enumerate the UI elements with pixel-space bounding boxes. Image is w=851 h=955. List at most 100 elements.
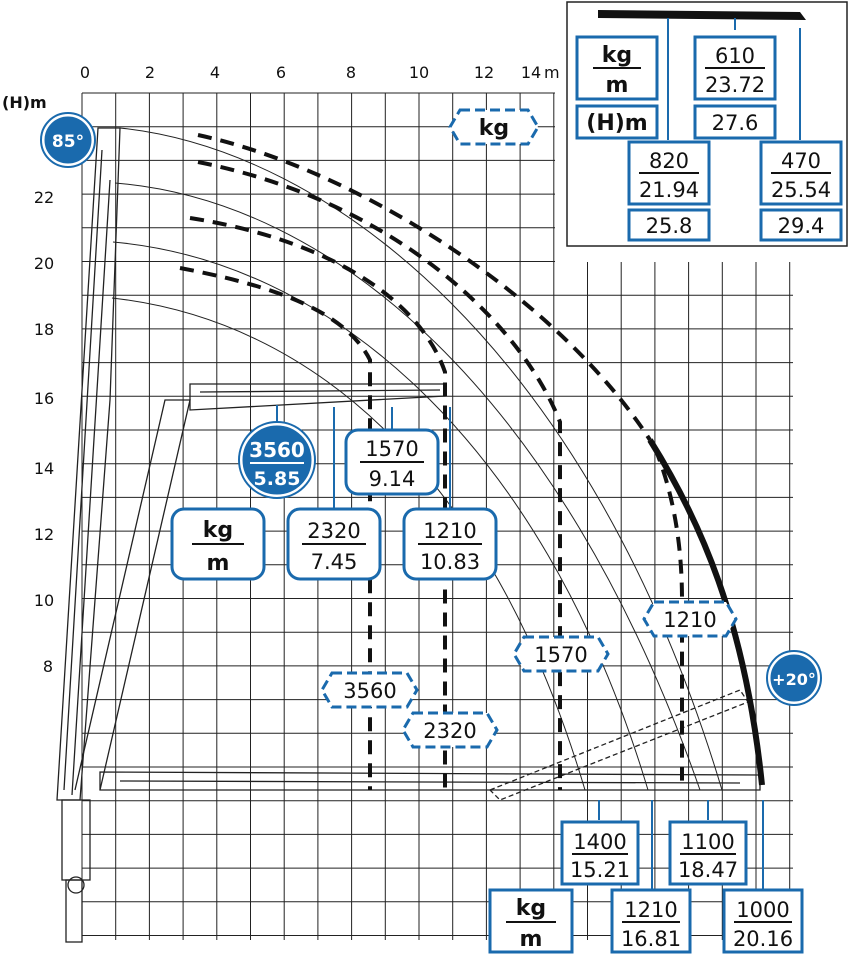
hex-3560: 3560 (320, 671, 419, 709)
inset-legend-h: (H)m (575, 104, 659, 140)
badge-max-m: 5.85 (254, 468, 301, 490)
box-1100-kg: 1100 (681, 830, 734, 854)
y-tick-22: 22 (34, 188, 54, 207)
hex-1570-text: 1570 (534, 643, 587, 667)
x-tick-12: 12 (474, 63, 494, 82)
box-2320-m: 7.45 (311, 550, 358, 574)
reach-arc-2 (114, 182, 701, 791)
y-tick-10: 10 (34, 591, 54, 610)
box-1210: 1210 10.83 (402, 507, 498, 581)
box-1210-kg: 1210 (423, 519, 476, 543)
curve-1000 (197, 133, 652, 442)
box-1000: 1000 20.16 (722, 888, 804, 954)
box-1000-kg: 1000 (736, 898, 789, 922)
box-1570-m: 9.14 (369, 467, 416, 491)
badge-85deg-text: 85° (52, 132, 84, 152)
inset-legend-m: m (606, 73, 629, 98)
curve-1570 (189, 216, 447, 790)
x-tick-8: 8 (346, 63, 356, 82)
x-tick-10: 10 (409, 63, 429, 82)
inset-470-h: 29.4 (778, 214, 825, 238)
box-1400-m: 15.21 (570, 858, 630, 882)
box-1000-m: 20.16 (733, 927, 793, 951)
hex-2320-text: 2320 (423, 719, 476, 743)
box-1210b: 1210 16.81 (610, 888, 692, 954)
box-2320: 2320 7.45 (286, 507, 382, 581)
box-1100-m: 18.47 (678, 858, 738, 882)
inset-box-820: 820 21.94 (627, 140, 711, 206)
y-axis-title: (H)m (2, 93, 47, 112)
badge-85deg: 85° (40, 112, 96, 168)
load-curves (179, 133, 684, 790)
inset-470-kg: 470 (781, 149, 821, 173)
x-tick-2: 2 (145, 63, 155, 82)
leader-lines (276, 405, 764, 890)
y-tick-18: 18 (34, 320, 54, 339)
box-1210b-kg: 1210 (624, 898, 677, 922)
boom-horizontal (99, 771, 761, 791)
x-tick-14: 14 (521, 63, 541, 82)
boom-raised-arm-inner (199, 389, 441, 393)
hex-1210-text: 1210 (663, 608, 716, 632)
y-tick-20: 20 (34, 254, 54, 273)
inset-610-m: 23.72 (705, 73, 765, 97)
inset-legend-kg-m: kg m (575, 35, 659, 101)
badge-max-kg: 3560 (249, 438, 305, 462)
inset-820-m: 21.94 (639, 178, 699, 202)
x-axis-labels: 0 2 4 6 8 10 12 14 m (80, 63, 560, 82)
curve-1210 (197, 160, 562, 790)
boom-vertical-inner (63, 149, 111, 796)
inset-box-610-h: 27.6 (693, 104, 777, 140)
legend-kg-m-box: kg m (170, 507, 266, 581)
badge-20deg: +20° (766, 650, 822, 706)
y-tick-12: 12 (34, 525, 54, 544)
boom-horizontal-inner (119, 780, 741, 784)
box-1210b-m: 16.81 (621, 927, 681, 951)
box-1570: 1570 9.14 (344, 428, 440, 496)
hex-top-kg: kg (448, 108, 540, 146)
legend-m: m (207, 551, 230, 576)
box-1400: 1400 15.21 (560, 820, 640, 886)
y-tick-14: 14 (34, 459, 54, 478)
hex-3560-text: 3560 (343, 679, 396, 703)
hex-2320: 2320 (401, 711, 499, 749)
y-axis-labels: (H)m 8 10 12 14 16 18 20 22 (2, 93, 54, 676)
y-tick-16: 16 (34, 389, 54, 408)
inset-boom (598, 10, 806, 20)
legend-kg: kg (203, 518, 233, 543)
inset-legend-kg: kg (602, 43, 632, 68)
box-1100: 1100 18.47 (668, 820, 748, 886)
inset-610-h: 27.6 (712, 111, 759, 135)
inset-panel: kg m (H)m 610 23.72 27.6 820 21.94 25.8 (566, 1, 848, 247)
legend-bottom-kg: kg (516, 896, 546, 921)
inset-820-h: 25.8 (646, 214, 693, 238)
badge-max-load: 3560 5.85 (238, 421, 316, 499)
curve-2320 (179, 266, 372, 790)
hex-1210: 1210 (642, 600, 738, 638)
box-1570-kg: 1570 (365, 437, 418, 461)
inset-legend-h-text: (H)m (586, 111, 647, 136)
inset-box-610: 610 23.72 (693, 35, 777, 101)
x-tick-6: 6 (276, 63, 286, 82)
crane-pivot (67, 876, 85, 894)
curve-max-solid (647, 438, 765, 786)
hex-1570: 1570 (512, 635, 610, 673)
y-tick-8: 8 (43, 657, 53, 676)
inset-box-470: 470 25.54 (759, 140, 843, 206)
x-unit: m (544, 63, 560, 82)
badge-20deg-text: +20° (772, 670, 816, 689)
load-boxes: kg m 1570 9.14 2320 7.45 1210 10.83 (170, 428, 498, 581)
inset-box-470-h: 29.4 (759, 208, 843, 242)
x-tick-4: 4 (210, 63, 220, 82)
curve-1210-outer (653, 447, 684, 790)
bottom-load-boxes: 1400 15.21 1100 18.47 kg m 1210 16.81 10… (488, 820, 804, 954)
crane-base (65, 879, 83, 943)
inset-820-kg: 820 (649, 149, 689, 173)
inset-610-kg: 610 (715, 44, 755, 68)
inset-470-m: 25.54 (771, 178, 831, 202)
legend-bottom-m: m (520, 927, 543, 952)
legend-kg-m-bottom: kg m (488, 888, 574, 954)
inset-box-820-h: 25.8 (627, 208, 711, 242)
box-2320-kg: 2320 (307, 519, 360, 543)
